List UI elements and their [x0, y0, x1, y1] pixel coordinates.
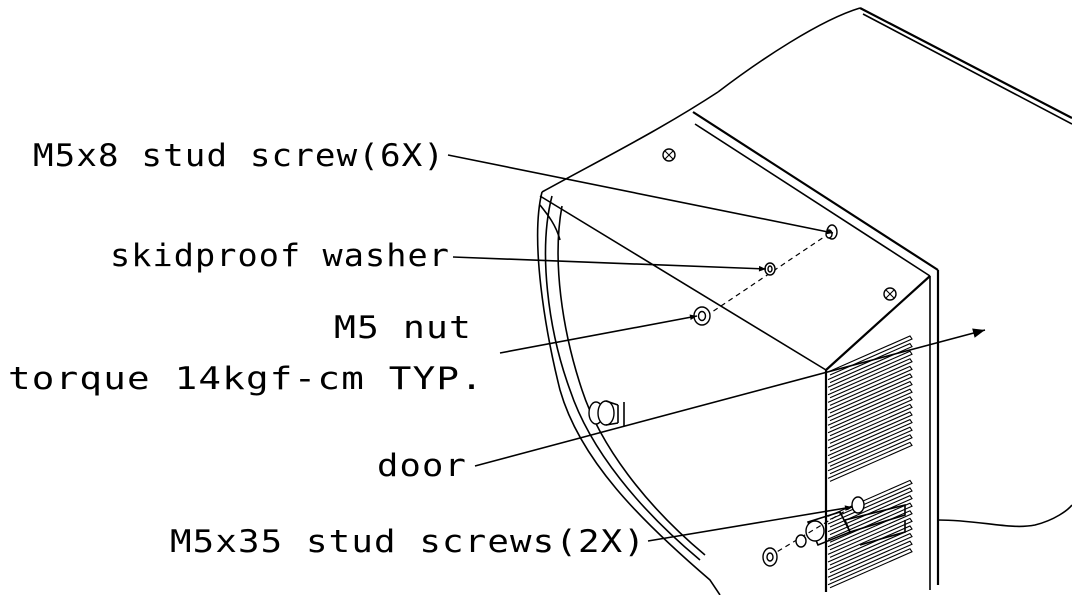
cabinet-top-right-edge [859, 7, 1072, 119]
vent-slot [827, 373, 913, 414]
door-left-curve-inner [557, 205, 706, 556]
vent-slot [827, 380, 913, 422]
vent-slot [827, 365, 913, 406]
vent-slot [827, 548, 913, 589]
vent-slot [827, 411, 913, 452]
label-torque-spec: torque 14kgf-cm TYP. [8, 361, 484, 397]
vent-slot [827, 434, 913, 475]
leader-lines [447, 154, 986, 542]
leader-washer [452, 256, 767, 272]
view-break-line-lower [536, 191, 721, 595]
cabinet-drawing [536, 7, 1072, 595]
lower-assembly-axis [769, 504, 856, 557]
vent-slot [827, 418, 913, 460]
vent-slot [827, 426, 913, 467]
top-screw-1 [662, 148, 676, 162]
vent-slot [827, 502, 913, 543]
view-break-line-right [937, 504, 1072, 528]
vent-slot [827, 525, 913, 566]
leader-nut [499, 314, 698, 354]
vent-slot [827, 350, 913, 391]
vent-slot [827, 335, 913, 376]
vent-slot [827, 487, 913, 528]
label-door: door [377, 448, 467, 484]
leader-m5x8 [447, 154, 834, 235]
hinge [588, 400, 625, 426]
door-front-top-edge [825, 275, 931, 371]
label-m5x8-stud-screw: M5x8 stud screw(6X) [33, 138, 445, 174]
vent-slots [827, 335, 913, 589]
door-top-edge-inner2 [539, 195, 827, 371]
door-top-edge [692, 111, 939, 271]
label-skidproof-washer: skidproof washer [110, 238, 450, 274]
vent-slot [827, 479, 913, 520]
vent-slot [827, 403, 913, 444]
leader-m5x35 [647, 505, 853, 542]
lower-washer [795, 534, 807, 548]
vent-slot [827, 358, 913, 399]
vent-slot [827, 517, 913, 558]
lower-stud-screw [851, 496, 865, 514]
lower-bracket [805, 503, 906, 547]
upper-skidproof-washer [764, 262, 776, 276]
door-left-curve [544, 195, 701, 561]
cabinet-top-right-edge-inner [862, 13, 1072, 125]
view-break-line [541, 91, 719, 193]
vent-slot [827, 441, 913, 482]
vent-slot [827, 396, 913, 437]
label-m5-nut: M5 nut [334, 310, 472, 346]
label-m5x35-stud-screws: M5x35 stud screws(2X) [170, 524, 646, 560]
callout-labels: M5x8 stud screw(6X) skidproof washer M5 … [8, 138, 646, 560]
door-top-edge-inner [694, 123, 931, 277]
top-screw-2 [883, 287, 897, 301]
vent-slot [827, 540, 913, 581]
vent-slot [827, 532, 913, 574]
vent-slot [827, 388, 913, 429]
vent-slot [827, 510, 913, 551]
cabinet-top-back-edge [717, 7, 861, 93]
leader-door [474, 328, 986, 467]
lower-nut [762, 547, 778, 567]
door-left-notch [539, 204, 561, 241]
